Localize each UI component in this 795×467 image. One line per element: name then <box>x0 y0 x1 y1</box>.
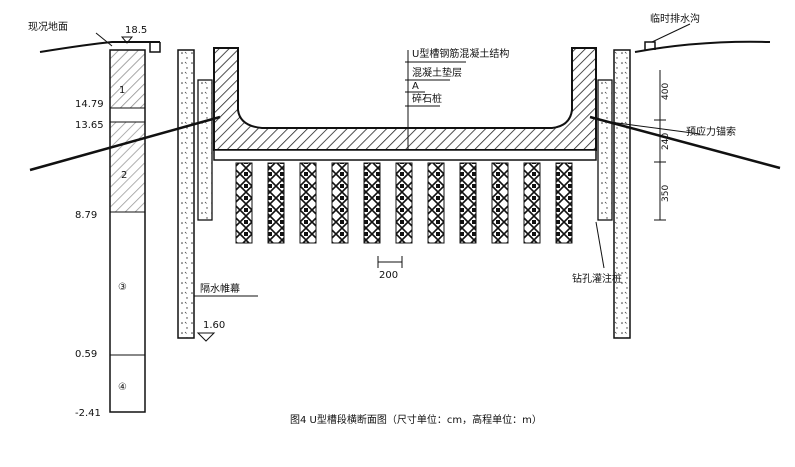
label-water-curtain: 隔水帷幕 <box>200 282 240 295</box>
water-level-marker <box>196 332 216 342</box>
stratum-4-label: ④ <box>118 382 127 393</box>
label-u-structure: U型槽钢筋混凝土结构 <box>412 47 509 60</box>
gravel-pile <box>267 162 285 244</box>
stratum-1-fill <box>110 50 145 108</box>
gravel-pile <box>395 162 413 244</box>
left-water-curtain <box>177 49 195 339</box>
stratum-2-fill <box>110 122 145 212</box>
stratum-3-label: ③ <box>118 282 127 293</box>
leader-bored-pile <box>595 221 605 269</box>
gravel-pile <box>363 162 381 244</box>
elev-1479: 14.79 <box>75 99 104 110</box>
elev-241: -2.41 <box>75 408 101 419</box>
elev-059: 0.59 <box>75 349 97 360</box>
right-anchor <box>589 115 781 170</box>
gravel-pile <box>459 162 477 244</box>
leader-anchor <box>609 121 701 135</box>
stratum-2-label: 2 <box>121 170 127 181</box>
elev-top: 18.5 <box>125 25 147 36</box>
leader-ground <box>95 32 113 47</box>
label-existing-ground: 现况地面 <box>28 20 68 33</box>
elev-water: 1.60 <box>203 320 225 331</box>
gravel-pile <box>235 162 253 244</box>
top-elev-marker <box>120 36 134 44</box>
right-bored-pile <box>597 79 613 221</box>
gravel-piles <box>235 162 573 244</box>
label-bored-pile: 钻孔灌注桩 <box>572 272 622 285</box>
elev-1365: 13.65 <box>75 120 104 131</box>
label-temp-ditch: 临时排水沟 <box>650 12 700 25</box>
label-anchor: 预应力锚索 <box>686 125 736 138</box>
ditch-left <box>149 42 161 53</box>
gravel-pile <box>523 162 541 244</box>
label-cushion: 混凝土垫层 <box>412 66 462 79</box>
right-water-curtain <box>613 49 631 339</box>
gravel-pile <box>299 162 317 244</box>
dim-240: 240 <box>661 133 671 150</box>
ditch-right <box>644 41 656 50</box>
left-anchor <box>29 115 221 172</box>
dim-400: 400 <box>661 83 671 100</box>
u-structure <box>213 47 597 151</box>
leader-ditch <box>651 23 691 43</box>
concrete-cushion <box>213 149 597 161</box>
dim-200: 200 <box>379 270 398 281</box>
left-bored-pile <box>197 79 213 221</box>
caption: 图4 U型槽段横断面图（尺寸单位：cm，高程单位：m） <box>290 413 542 426</box>
label-a: A <box>412 81 419 92</box>
ground-line-left <box>39 41 160 53</box>
elev-879: 8.79 <box>75 210 97 221</box>
stratum-1-label: 1 <box>119 85 125 96</box>
label-gravel: 碎石桩 <box>412 92 442 105</box>
gravel-pile <box>331 162 349 244</box>
ground-line-right <box>634 40 771 53</box>
dim-350: 350 <box>661 185 671 202</box>
gravel-pile <box>555 162 573 244</box>
borehole-column <box>109 49 146 413</box>
gravel-pile <box>491 162 509 244</box>
gravel-pile <box>427 162 445 244</box>
